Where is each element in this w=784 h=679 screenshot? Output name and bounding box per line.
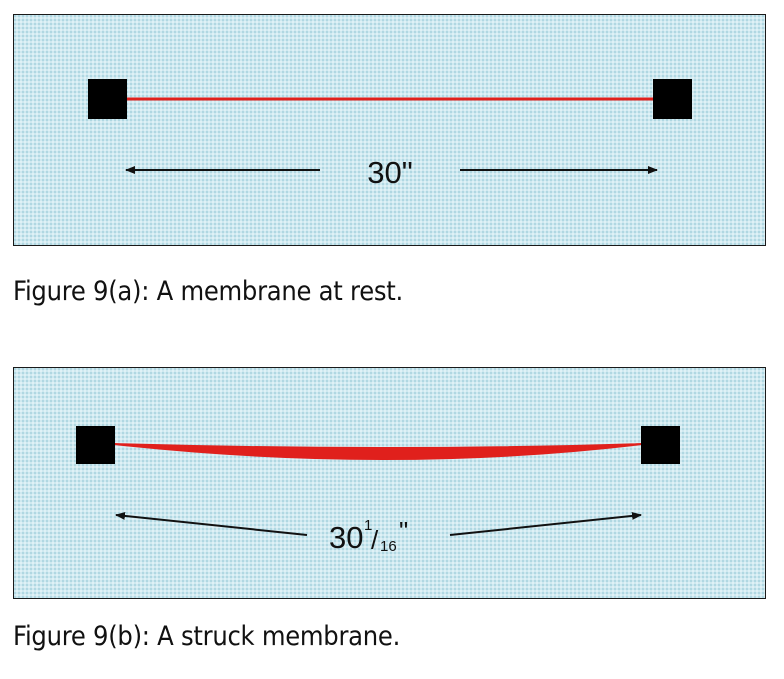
right-length-arrow <box>449 511 642 536</box>
struck-length-unit: " <box>399 516 408 546</box>
struck-membrane <box>113 443 643 460</box>
figure-9b-diagram: 30 1 / 16 " <box>76 426 680 555</box>
figure-9a-diagram: 30" <box>88 79 692 190</box>
figure-9a-panel: 30" <box>13 14 766 246</box>
struck-length-denominator: 16 <box>380 538 397 555</box>
left-length-arrow <box>115 511 308 536</box>
struck-length-numerator: 1 <box>364 517 372 534</box>
struck-length-whole: 30 <box>329 520 363 555</box>
figure-9b-panel: 30 1 / 16 " <box>13 367 766 599</box>
left-anchor-block <box>76 426 115 464</box>
figure-9a-caption: Figure 9(a): A membrane at rest. <box>13 276 403 307</box>
figure-9b-caption: Figure 9(b): A struck membrane. <box>13 621 401 652</box>
right-anchor-block <box>653 79 692 119</box>
right-anchor-block <box>641 426 680 464</box>
rest-length-label: 30" <box>367 155 413 190</box>
struck-length-slash: / <box>371 525 379 555</box>
left-anchor-block <box>88 79 127 119</box>
